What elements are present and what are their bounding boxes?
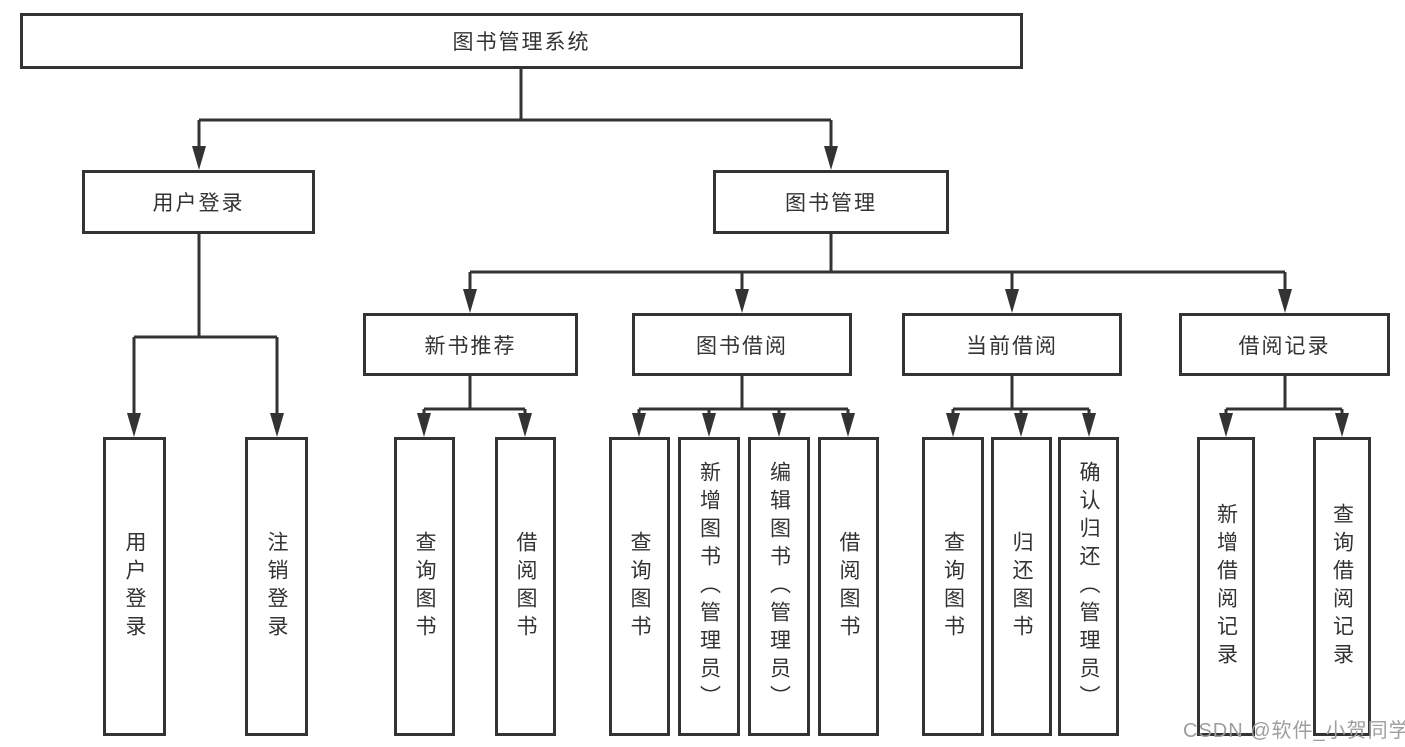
node-book-borrow: 图书借阅 bbox=[632, 313, 852, 376]
node-borrow-records: 借阅记录 bbox=[1179, 313, 1390, 376]
arrowhead bbox=[1278, 289, 1292, 313]
leaf-records-add-record: 新增借阅记录 bbox=[1197, 437, 1255, 736]
arrowhead bbox=[1219, 413, 1233, 437]
arrowhead bbox=[632, 413, 646, 437]
leaf-current-query-books: 查询图书 bbox=[922, 437, 984, 736]
node-new-book-rec: 新书推荐 bbox=[363, 313, 578, 376]
arrowhead bbox=[1082, 413, 1096, 437]
connector-book-mgmt-to-level3 bbox=[463, 234, 1292, 313]
arrowhead bbox=[518, 413, 532, 437]
connector-borrow-records-to-leaves bbox=[1219, 376, 1349, 437]
node-current-borrow: 当前借阅 bbox=[902, 313, 1122, 376]
connector-root-to-level2 bbox=[192, 69, 838, 170]
leaf-newrec-query-books: 查询图书 bbox=[394, 437, 455, 736]
node-user-login: 用户登录 bbox=[82, 170, 315, 234]
arrowhead bbox=[463, 289, 477, 313]
leaf-logout: 注销登录 bbox=[245, 437, 308, 736]
arrowhead bbox=[772, 413, 786, 437]
connector-user-login-to-leaves bbox=[127, 234, 284, 437]
leaf-newrec-borrow-books: 借阅图书 bbox=[495, 437, 556, 736]
leaf-borrow-add-books-admin: 新增图书（管理员） bbox=[678, 437, 740, 736]
connector-current-borrow-to-leaves bbox=[946, 376, 1096, 437]
arrowhead bbox=[1005, 289, 1019, 313]
arrowhead bbox=[946, 413, 960, 437]
leaf-borrow-borrow-books: 借阅图书 bbox=[818, 437, 879, 736]
leaf-current-return-books: 归还图书 bbox=[991, 437, 1052, 736]
arrowhead bbox=[1335, 413, 1349, 437]
leaf-borrow-query-books: 查询图书 bbox=[609, 437, 670, 736]
arrowhead bbox=[192, 146, 206, 170]
node-book-mgmt: 图书管理 bbox=[713, 170, 949, 234]
leaf-records-query-record: 查询借阅记录 bbox=[1313, 437, 1371, 736]
connector-new-book-rec-to-leaves bbox=[417, 376, 532, 437]
leaf-borrow-edit-books-admin: 编辑图书（管理员） bbox=[748, 437, 810, 736]
arrowhead bbox=[417, 413, 431, 437]
arrowhead bbox=[702, 413, 716, 437]
arrowhead bbox=[824, 146, 838, 170]
leaf-current-confirm-return-admin: 确认归还（管理员） bbox=[1058, 437, 1119, 736]
arrowhead bbox=[735, 289, 749, 313]
arrowhead bbox=[841, 413, 855, 437]
csdn-watermark: CSDN @软件_小贺同学 bbox=[1183, 720, 1405, 742]
arrowhead bbox=[127, 413, 141, 437]
arrowhead bbox=[270, 413, 284, 437]
arrowhead bbox=[1014, 413, 1028, 437]
leaf-user-login: 用户登录 bbox=[103, 437, 166, 736]
node-root: 图书管理系统 bbox=[20, 13, 1023, 69]
connector-book-borrow-to-leaves bbox=[632, 376, 855, 437]
